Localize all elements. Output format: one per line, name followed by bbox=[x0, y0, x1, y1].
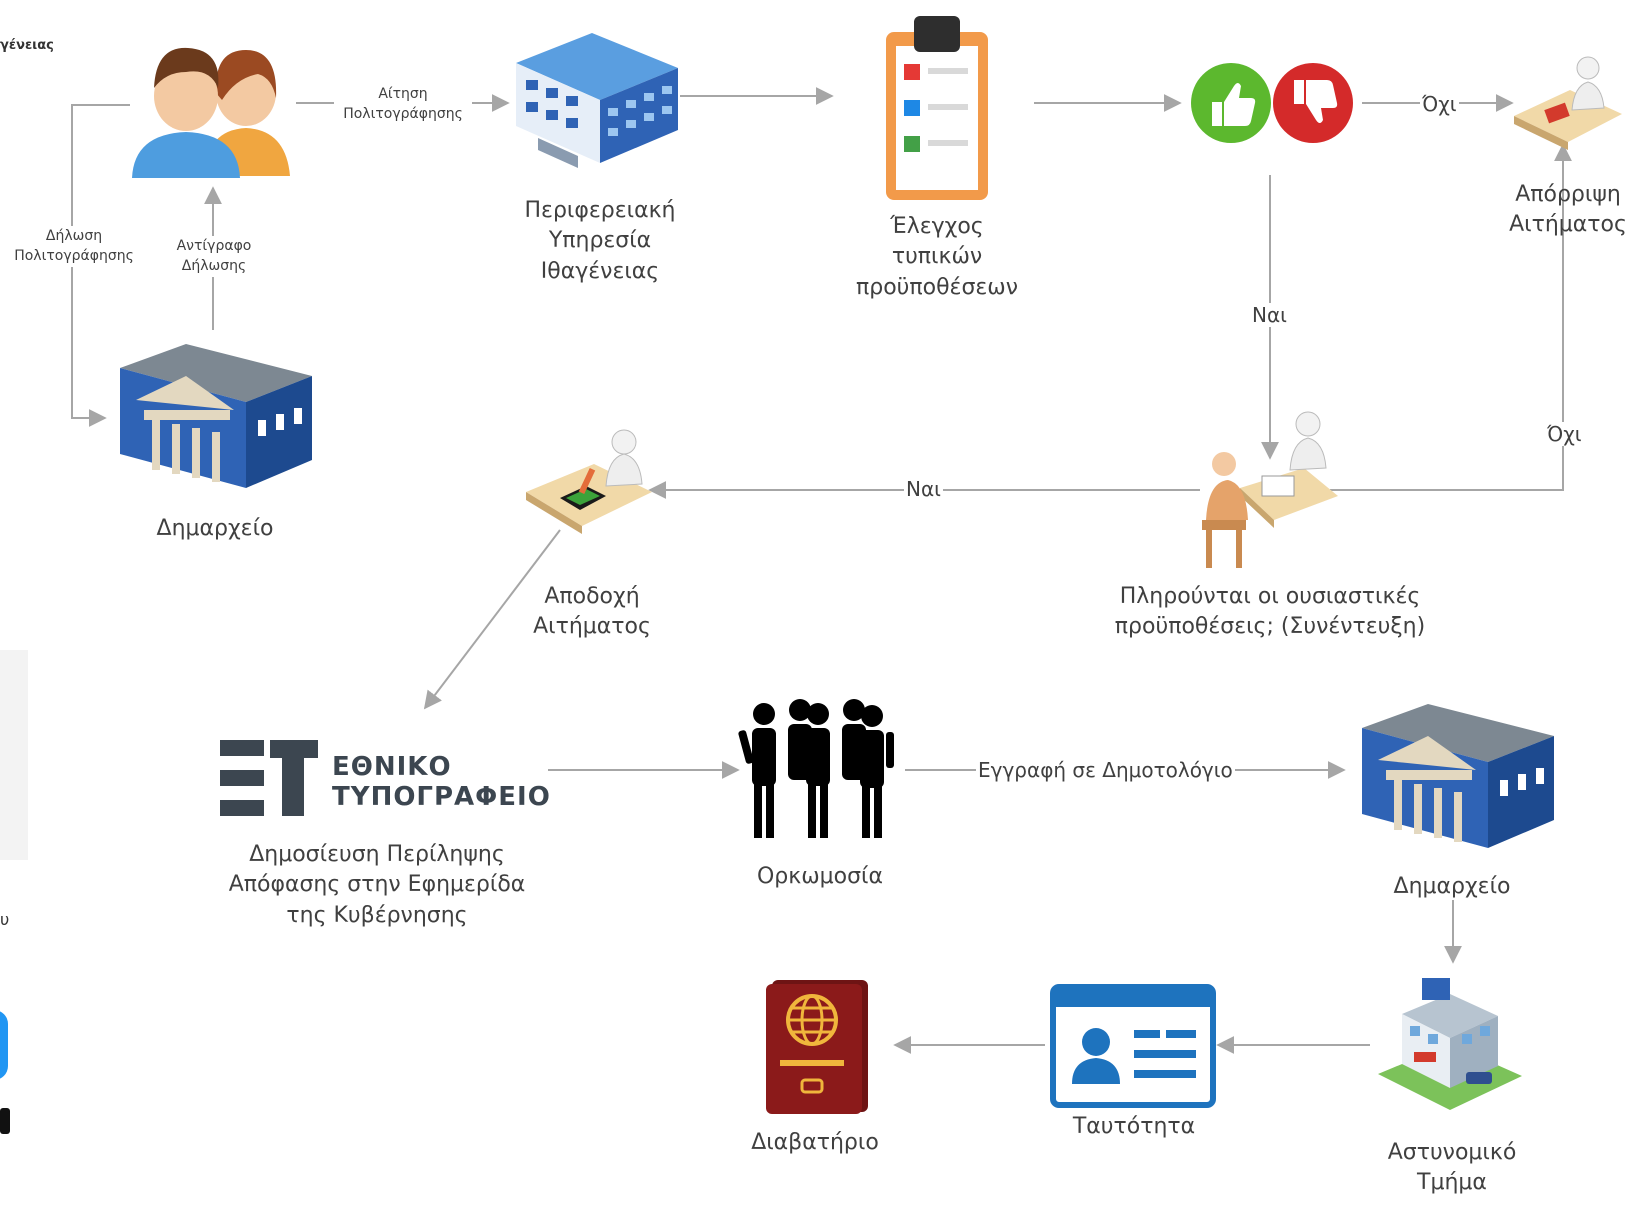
edge-label-no-right: Όχι bbox=[1545, 422, 1584, 446]
passport-label: Διαβατήριο bbox=[751, 1130, 879, 1155]
rejection-label: Απόρριψη Αιτήματος bbox=[1509, 182, 1627, 238]
cropped-dark-shape bbox=[0, 1108, 10, 1134]
interview-icon bbox=[1202, 411, 1338, 568]
acceptance-icon bbox=[526, 429, 652, 534]
edge-label-copy: Αντίγραφο Δήλωσης bbox=[166, 236, 262, 277]
rejection-icon bbox=[1514, 56, 1622, 150]
id-card-label: Ταυτότητα bbox=[1072, 1114, 1196, 1139]
oath-label: Ορκωμοσία bbox=[756, 864, 884, 889]
thumbs-down-icon bbox=[1273, 63, 1353, 143]
edge-label-no-top: Όχι bbox=[1420, 92, 1459, 116]
citizens-icon bbox=[132, 47, 290, 178]
edge-label-application: Αίτηση Πολιτογράφησης bbox=[334, 84, 472, 125]
interview-label: Πληρούνται οι ουσιαστικές προϋποθέσεις; … bbox=[1114, 584, 1426, 640]
town-hall-icon-2 bbox=[1362, 704, 1554, 848]
cropped-text-bottom: υ bbox=[0, 910, 10, 929]
id-card-icon bbox=[1050, 984, 1216, 1108]
clipboard-icon bbox=[886, 16, 988, 200]
police-station-icon bbox=[1378, 978, 1522, 1110]
edge-label-declaration: Δήλωση Πολιτογράφησης bbox=[4, 226, 144, 267]
regional-service-label: Περιφερειακή Υπηρεσία Ιθαγένειας bbox=[524, 198, 676, 284]
formal-check-label: Έλεγχος τυπικών προϋποθέσεων bbox=[855, 214, 1018, 300]
town-hall-2-label: Δημαρχείο bbox=[1393, 874, 1511, 899]
gazette-logo-line2: ΤΥΠΟΓΡΑΦΕΙΟ bbox=[332, 782, 551, 812]
cropped-panel bbox=[0, 650, 28, 860]
edge-label-registry: Εγγραφή σε Δημοτολόγιο bbox=[976, 758, 1235, 782]
edge-to-gazette bbox=[423, 529, 561, 710]
acceptance-label: Αποδοχή Αιτήματος bbox=[533, 584, 651, 640]
gazette-logo-line1: ΕΘΝΙΚΟ bbox=[332, 752, 452, 782]
edge-label-yes-down: Ναι bbox=[1250, 303, 1289, 327]
edge-no-right bbox=[1330, 143, 1572, 491]
gazette-logo: ΕΘΝΙΚΟ ΤΥΠΟΓΡΑΦΕΙΟ bbox=[220, 738, 560, 818]
passport-icon bbox=[766, 980, 868, 1114]
oath-icon bbox=[738, 699, 894, 838]
police-station-label: Αστυνομικό Τμήμα bbox=[1387, 1140, 1517, 1196]
gazette-label: Δημοσίευση Περίληψης Απόφασης στην Εφημε… bbox=[228, 842, 526, 928]
regional-service-icon bbox=[516, 33, 678, 168]
town-hall-icon bbox=[120, 344, 312, 488]
thumbs-up-icon bbox=[1191, 63, 1271, 143]
edge-label-yes-left: Ναι bbox=[904, 477, 943, 501]
gazette-logo-mark bbox=[220, 740, 318, 816]
town-hall-label: Δημαρχείο bbox=[156, 516, 274, 541]
cropped-blue-shape bbox=[0, 1010, 8, 1080]
cropped-text-top: γένειας bbox=[0, 38, 54, 53]
